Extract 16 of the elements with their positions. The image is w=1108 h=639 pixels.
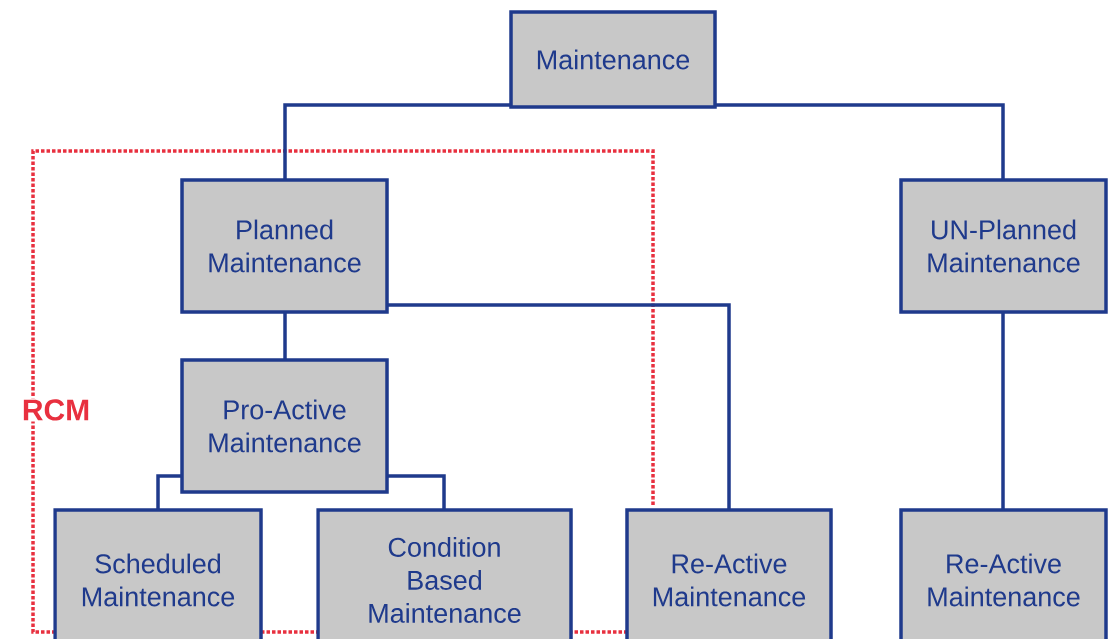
process-box: Condition Based Maintenance: [316, 508, 573, 639]
process-box: Re-Active Maintenance: [899, 508, 1108, 639]
connector-line: [283, 312, 287, 360]
connector-line: [387, 303, 731, 510]
connector-line: [715, 103, 1005, 180]
connector-line: [1001, 312, 1005, 510]
process-box: UN-Planned Maintenance: [899, 178, 1108, 314]
process-box: Re-Active Maintenance: [625, 508, 833, 639]
connector-line: [387, 474, 446, 510]
process-box: Maintenance: [509, 10, 717, 109]
process-box: Planned Maintenance: [180, 178, 389, 314]
region-label: RCM: [20, 398, 92, 422]
connector-line: [156, 474, 182, 510]
process-box: Scheduled Maintenance: [53, 508, 263, 639]
connector-line: [283, 103, 511, 180]
process-box: Pro-Active Maintenance: [180, 358, 389, 494]
